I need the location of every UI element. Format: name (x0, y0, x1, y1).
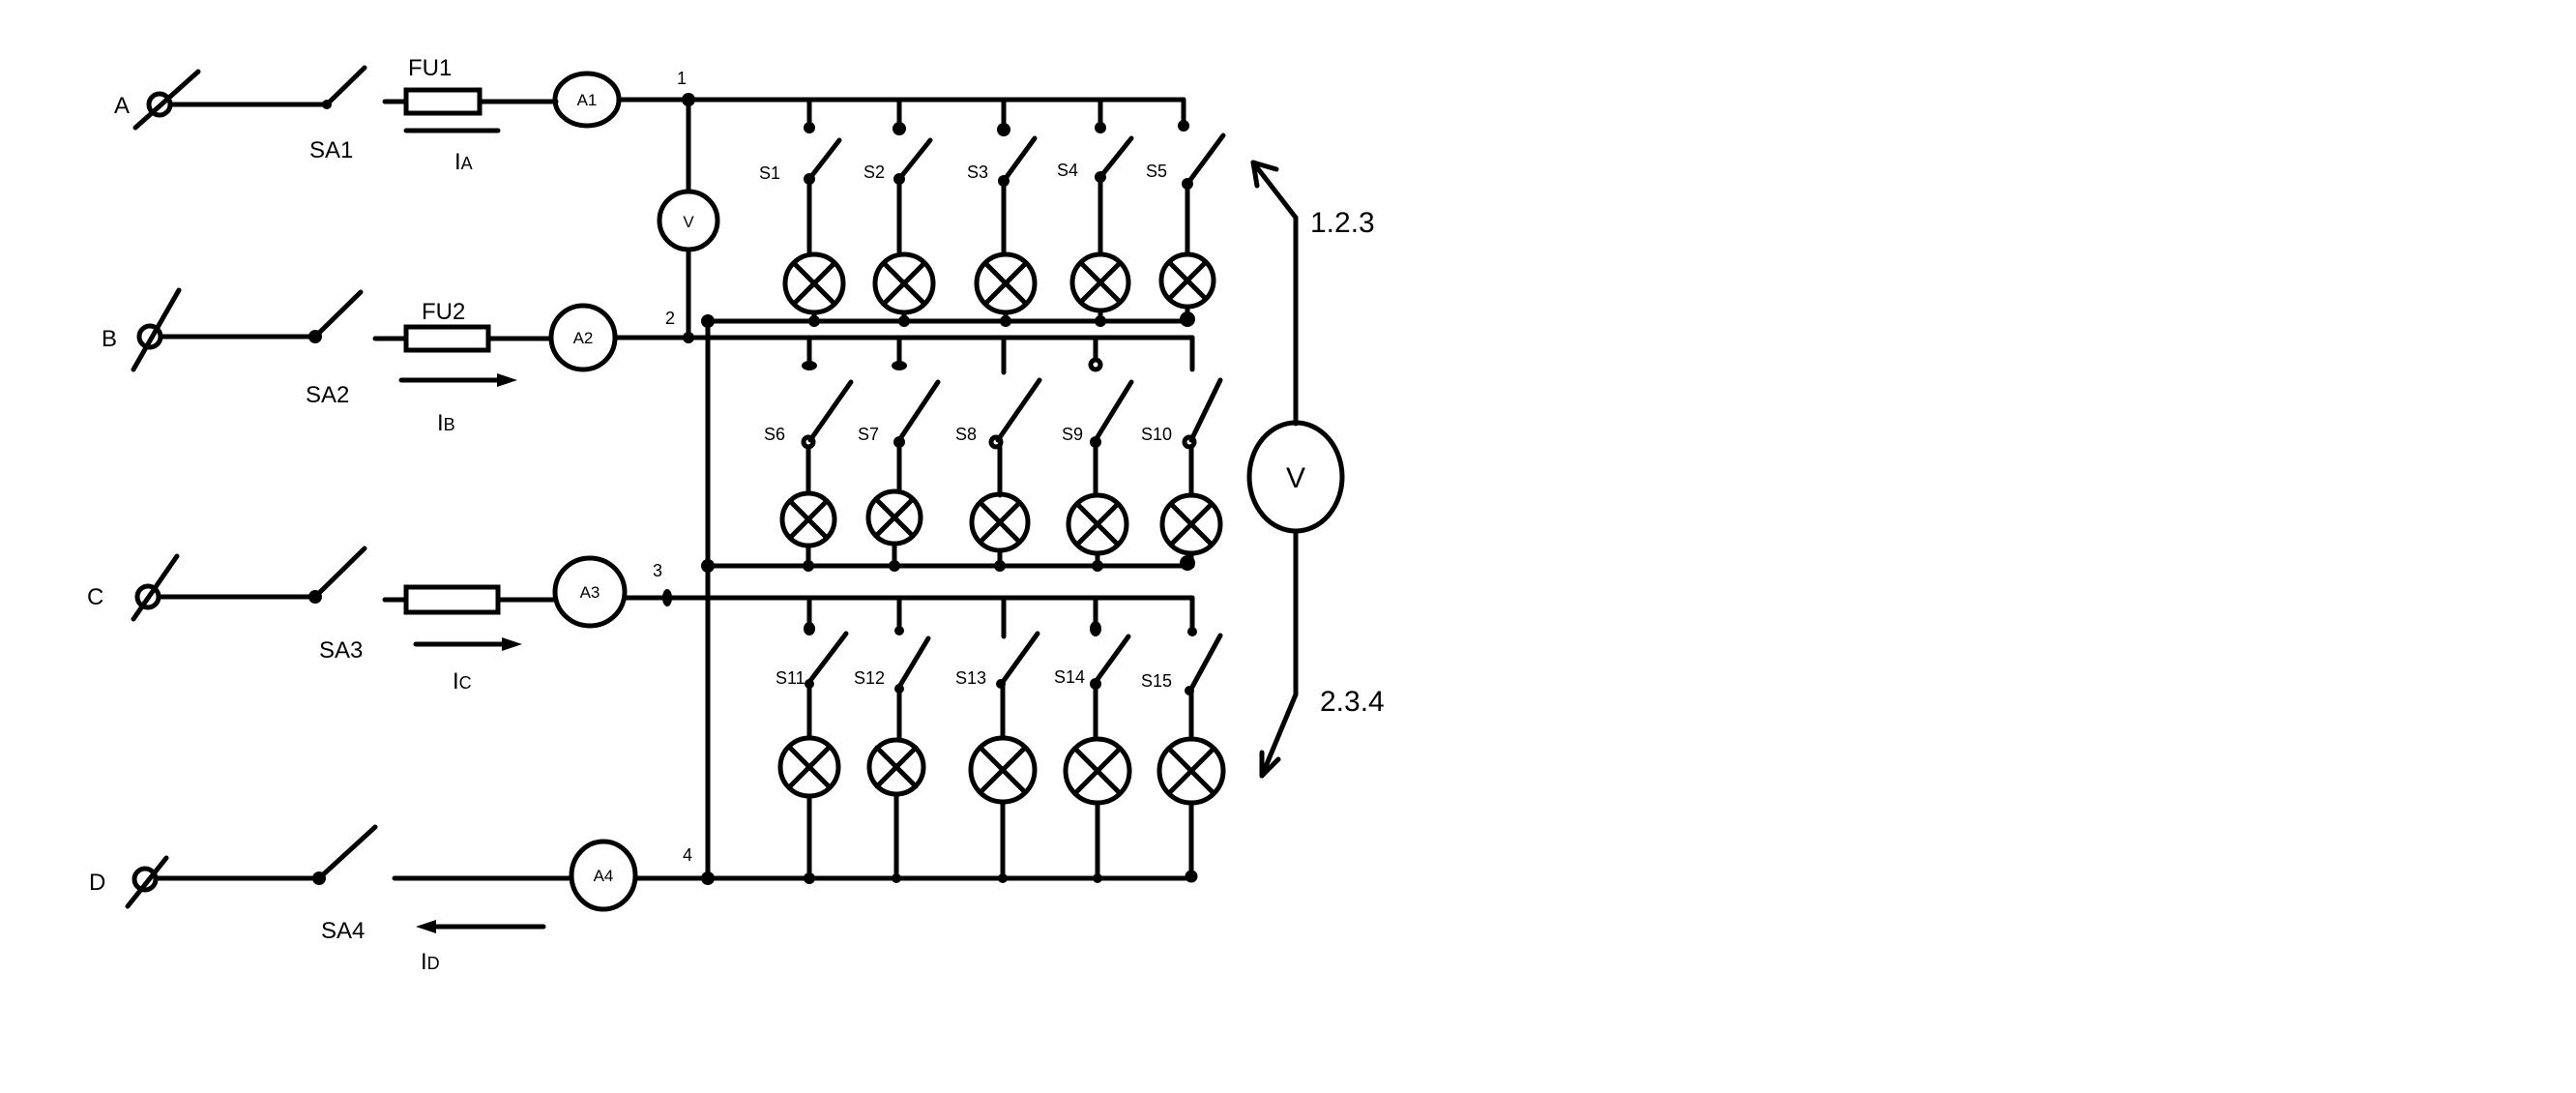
switch-label: S15 (1141, 671, 1172, 691)
switch-sa1 (324, 65, 367, 107)
fuse-label-fu1: FU1 (408, 55, 452, 81)
switch-lamp-s7: S7 (858, 335, 941, 569)
switch-label: S11 (776, 668, 805, 688)
switch-label-sa4: SA4 (321, 918, 365, 944)
switch-label: S13 (955, 668, 986, 688)
switch-label: S4 (1057, 161, 1078, 180)
phase-a: A SA1 FU1 IA A1 1 (114, 55, 691, 175)
switch-label-sa2: SA2 (306, 382, 349, 408)
range-label-lower: 2.3.4 (1320, 686, 1385, 718)
switch-lamp-s11: S11 (776, 595, 849, 881)
phase-label-c: C (87, 584, 103, 610)
phase-d: D SA4 ID A4 4 (89, 824, 709, 975)
switch-label-sa3: SA3 (319, 637, 363, 664)
switch-label: S7 (858, 425, 879, 444)
switch-label: S10 (1141, 425, 1172, 444)
switch-lamp-s15: S15 (1141, 595, 1226, 881)
fuse-unlabeled (403, 584, 501, 615)
row-3: S11 S12 S13 (776, 595, 1226, 884)
fuse-fu2 (403, 324, 491, 353)
switch-lamp-s1: S1 (759, 97, 846, 324)
switch-lamp-s10: S10 (1141, 335, 1223, 571)
switch-sa4 (316, 824, 378, 881)
fuse-fu1 (403, 87, 483, 116)
phase-label-d: D (89, 870, 105, 896)
ammeter-label-a3: A3 (580, 583, 600, 602)
switch-label-sa1: SA1 (309, 137, 353, 163)
phase-label-b: B (102, 326, 117, 352)
switch-label: S6 (764, 425, 785, 444)
current-label-a: IA (454, 149, 473, 175)
switch-lamp-s14: S14 (1054, 595, 1132, 881)
voltmeter-small: V (657, 97, 720, 340)
row-1: S1 S2 S3 (759, 97, 1226, 327)
node-label-2: 2 (665, 309, 675, 328)
voltmeter-small-label: V (683, 213, 694, 231)
node-label-3: 3 (653, 561, 662, 580)
phase-c: C SA3 IC A3 3 (87, 546, 672, 694)
switch-lamp-s5: S5 (1146, 120, 1226, 327)
row-2: S6 S7 S8 (764, 335, 1223, 572)
ammeter-label-a4: A4 (594, 867, 614, 885)
switch-lamp-s3: S3 (967, 97, 1038, 324)
ammeter-label-a1: A1 (577, 91, 598, 109)
switch-lamp-s6: S6 (764, 335, 854, 569)
phase-b: B SA2 FU2 IB A2 2 (102, 287, 691, 436)
switch-label: S2 (864, 162, 885, 182)
switch-lamp-s12: S12 (854, 595, 931, 881)
switch-label: S8 (955, 425, 977, 444)
ammeter-a3 (552, 555, 628, 629)
current-label-b: IB (437, 410, 455, 436)
voltmeter-large-label: V (1286, 462, 1305, 494)
node-label-4: 4 (683, 845, 692, 865)
voltmeter-large: V 1.2.3 2.3.4 (1246, 160, 1385, 779)
current-label-c: IC (453, 668, 472, 694)
switch-sa3 (312, 546, 367, 600)
switch-label: S14 (1054, 667, 1085, 687)
switch-lamp-s8: S8 (955, 335, 1042, 569)
bus-lines (666, 93, 1195, 885)
load-rows: S1 S2 S3 (759, 97, 1226, 884)
switch-lamp-s13: S13 (955, 595, 1040, 881)
switch-lamp-s2: S2 (864, 97, 936, 324)
node-label-1: 1 (677, 69, 687, 88)
switch-label: S12 (854, 668, 885, 688)
ammeter-label-a2: A2 (573, 329, 594, 347)
switch-sa2 (312, 289, 364, 340)
switch-label: S1 (759, 163, 780, 183)
fuse-label-fu2: FU2 (422, 299, 465, 325)
ammeter-a4 (569, 839, 638, 912)
switch-lamp-s9: S9 (1062, 335, 1134, 569)
phase-label-a: A (114, 93, 130, 119)
switch-lamp-s4: S4 (1057, 97, 1134, 324)
range-label-upper: 1.2.3 (1310, 207, 1375, 239)
switch-label: S5 (1146, 162, 1167, 181)
switch-label: S9 (1062, 425, 1083, 444)
current-label-d: ID (421, 949, 440, 975)
switch-label: S3 (967, 162, 988, 182)
